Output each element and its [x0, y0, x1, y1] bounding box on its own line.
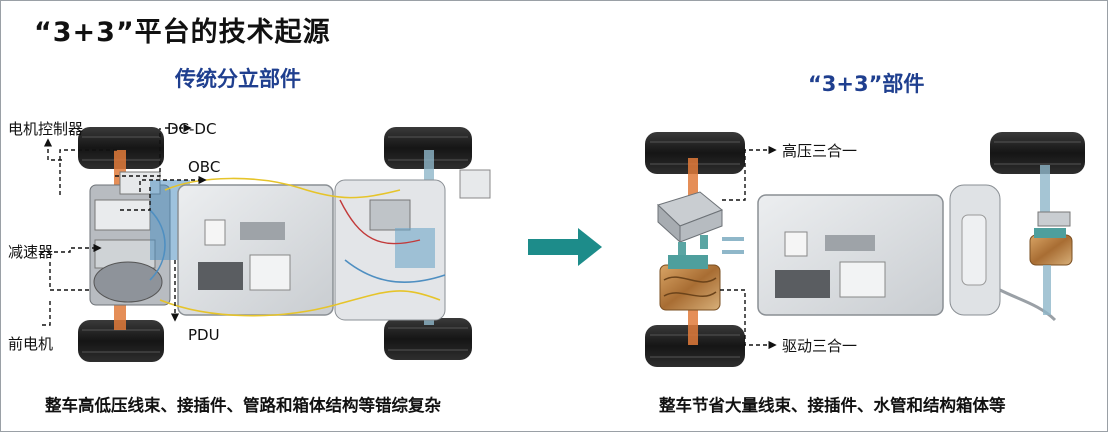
right-panel-caption: 整车节省大量线束、接插件、水管和结构箱体等: [659, 396, 1006, 415]
left-chassis: [78, 127, 491, 362]
left-callouts: [40, 123, 207, 326]
label-hv-three-in-one: 高压三合一: [782, 142, 858, 160]
label-dcdc: DC-DC: [167, 120, 217, 138]
right-callouts: [720, 145, 777, 350]
left-panel-caption: 整车高低压线束、接插件、管路和箱体结构等错综复杂: [45, 396, 441, 415]
label-obc: OBC: [188, 158, 221, 176]
right-panel-heading: “3+3”部件: [808, 72, 925, 96]
left-front-top-wheel: [78, 127, 164, 169]
left-panel-heading: 传统分立部件: [175, 67, 301, 91]
label-reducer: 减速器: [8, 243, 54, 261]
label-drive-three-in-one: 驱动三合一: [782, 337, 858, 355]
page-title: “3+3”平台的技术起源: [34, 17, 331, 48]
label-motor-controller: 电机控制器: [8, 120, 84, 138]
label-front-motor: 前电机: [8, 335, 54, 353]
left-rear-bottom-wheel: [384, 318, 472, 360]
label-pdu: PDU: [188, 326, 220, 344]
drive-three-in-one-unit: [659, 255, 721, 311]
hv-three-in-one-unit: [657, 191, 723, 256]
transition-arrow-icon: [528, 228, 602, 266]
right-rear-top-wheel: [990, 132, 1085, 174]
right-chassis: [645, 132, 1085, 367]
